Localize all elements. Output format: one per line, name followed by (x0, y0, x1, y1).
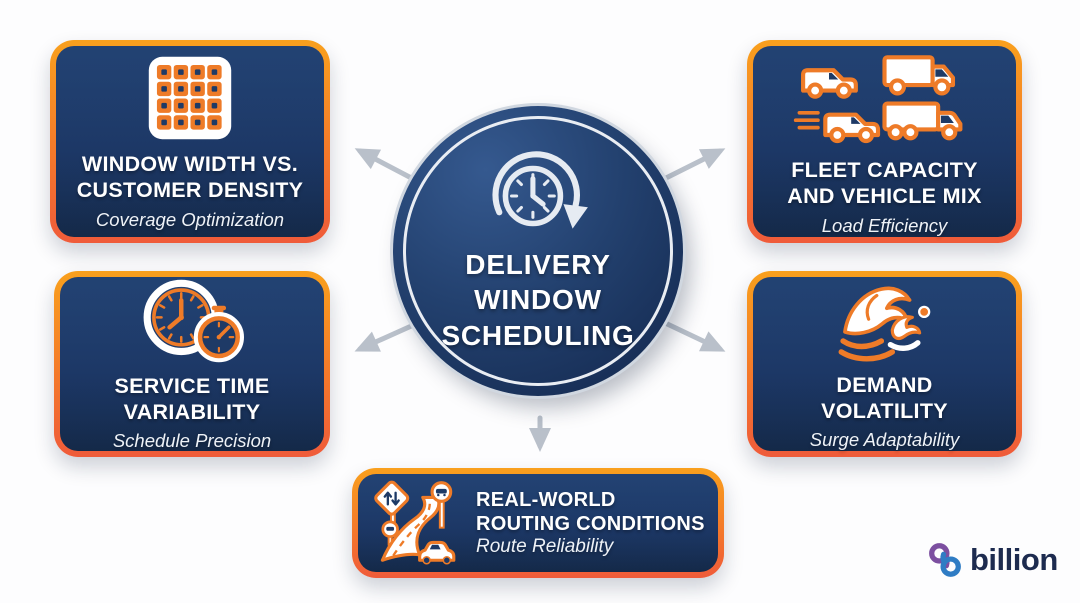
road-icon (370, 478, 460, 568)
node-subtitle: Route Reliability (476, 536, 614, 557)
node-title-line: WINDOW WIDTH VS. (81, 152, 299, 177)
node-subtitle: Load Efficiency (821, 214, 948, 236)
node-demand-volatility: DEMAND VOLATILITY Surge Adaptability (747, 271, 1022, 457)
node-title-line: ROUTING CONDITIONS (476, 513, 705, 535)
node-service-time: SERVICE TIME VARIABILITY Schedule Precis… (54, 271, 330, 457)
node-title-line: SERVICE TIME (114, 373, 270, 398)
node-title-line: AND VEHICLE MIX (787, 184, 982, 208)
billion-loop-icon (926, 541, 964, 579)
node-title-line: VOLATILITY (821, 398, 948, 423)
center-node: DELIVERY WINDOW SCHEDULING (393, 106, 683, 396)
node-title-line: DEMAND (836, 372, 933, 397)
node-title-line: FLEET CAPACITY (791, 158, 978, 183)
brand-name: billion (970, 542, 1058, 577)
grid-icon (144, 52, 236, 144)
node-fleet-capacity: FLEET CAPACITY AND VEHICLE MIX Load Effi… (747, 40, 1022, 243)
node-routing-conditions: REAL-WORLD ROUTING CONDITIONS Route Reli… (352, 468, 724, 578)
node-subtitle: Schedule Precision (112, 430, 272, 452)
center-inner-ring (403, 116, 673, 386)
node-title-line: CUSTOMER DENSITY (76, 178, 304, 202)
brand-logo: billion (926, 541, 1058, 579)
fleet-trucks-icon (792, 46, 977, 150)
node-window-width: WINDOW WIDTH VS. CUSTOMER DENSITY Covera… (50, 40, 330, 243)
node-title-line: REAL-WORLD (476, 489, 616, 511)
wave-icon (834, 277, 936, 365)
node-subtitle: Surge Adaptability (809, 429, 960, 451)
clock-stopwatch-icon (140, 276, 244, 366)
node-title-line: VARIABILITY (123, 399, 261, 424)
node-subtitle: Coverage Optimization (95, 208, 285, 230)
